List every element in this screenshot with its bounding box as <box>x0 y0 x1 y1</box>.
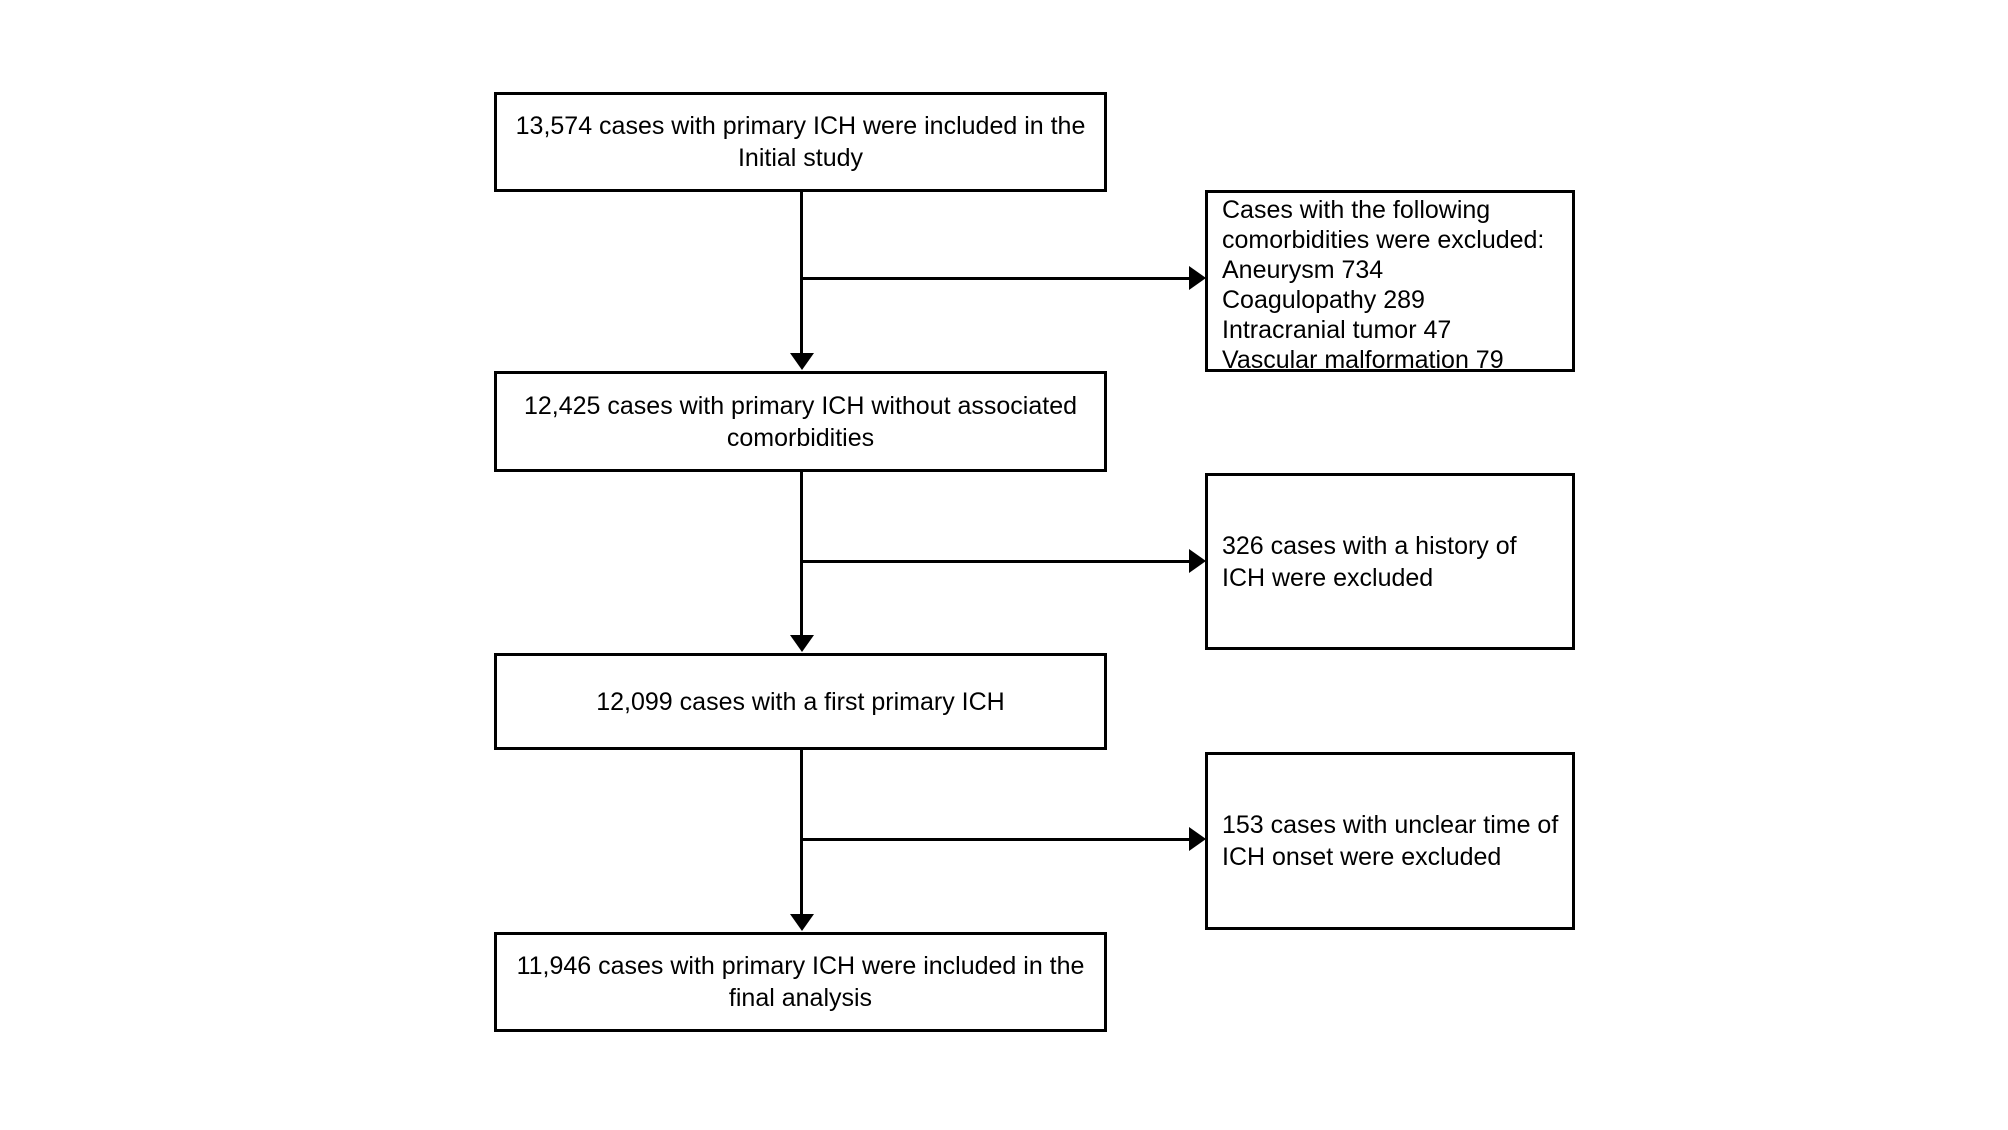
flow-box-excluded-comorbidities: Cases with the following comorbidities w… <box>1205 190 1575 374</box>
arrow-down-icon <box>790 635 814 652</box>
arrow-down-icon <box>790 914 814 931</box>
flow-box-text-line: 153 cases with unclear time of <box>1222 811 1559 839</box>
flow-box-text-line: Aneurysm 734 <box>1222 256 1384 284</box>
connector-line-vertical-3 <box>800 747 803 918</box>
flow-box-text-line: comorbidities <box>726 423 875 452</box>
flow-box-text-line: ICH were excluded <box>1222 563 1434 592</box>
connector-line-vertical-1 <box>800 190 803 356</box>
flow-box-text-line: 11,946 cases with primary ICH were inclu… <box>516 952 1085 980</box>
flow-box-initial-study: 13,574 cases with primary ICH were inclu… <box>494 92 1107 192</box>
flow-box-text-line: Cases with the following <box>1222 196 1491 224</box>
flow-box-text-line: Vascular malformation 79 <box>1222 346 1504 374</box>
connector-line-vertical-2 <box>800 470 803 639</box>
flow-box-text-line: final analysis <box>728 984 873 1012</box>
connector-line-branch-2 <box>800 560 1191 563</box>
arrow-down-icon <box>790 353 814 370</box>
arrow-right-icon <box>1189 549 1206 573</box>
flow-box-without-comorbidities: 12,425 cases with primary ICH without as… <box>494 371 1107 472</box>
connector-line-branch-3 <box>800 838 1191 841</box>
arrow-right-icon <box>1189 266 1206 290</box>
flow-box-text-line: 326 cases with a history of <box>1222 531 1517 560</box>
flow-box-first-primary-ich: 12,099 cases with a first primary ICH <box>494 653 1107 750</box>
flow-box-excluded-unclear-onset: 153 cases with unclear time of ICH onset… <box>1205 752 1575 930</box>
flow-box-text-line: 12,099 cases with a first primary ICH <box>596 687 1005 716</box>
flow-box-final-analysis: 11,946 cases with primary ICH were inclu… <box>494 932 1107 1032</box>
arrow-right-icon <box>1189 827 1206 851</box>
flow-box-text-line: Intracranial tumor 47 <box>1222 316 1452 344</box>
connector-line-branch-1 <box>800 277 1191 280</box>
flow-box-text-line: 13,574 cases with primary ICH were inclu… <box>515 112 1086 140</box>
flow-box-excluded-history-of-ich: 326 cases with a history of ICH were exc… <box>1205 473 1575 650</box>
flow-box-text-line: 12,425 cases with primary ICH without as… <box>523 391 1078 420</box>
flow-box-text-line: Initial study <box>737 144 864 172</box>
flow-box-text-line: comorbidities were excluded: <box>1222 226 1545 254</box>
flow-box-text-line: Coagulopathy 289 <box>1222 286 1425 314</box>
flow-box-text-line: ICH onset were excluded <box>1222 843 1502 871</box>
